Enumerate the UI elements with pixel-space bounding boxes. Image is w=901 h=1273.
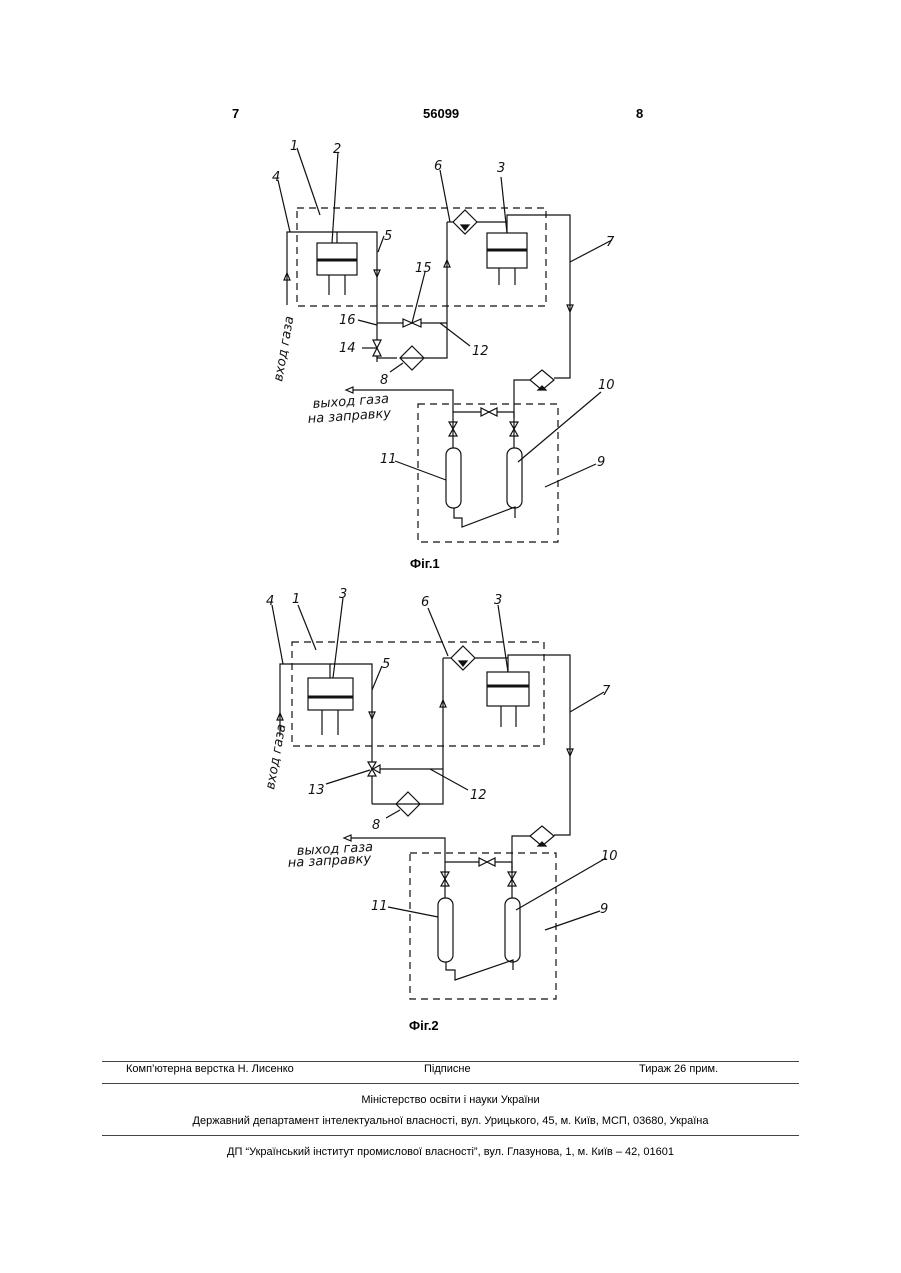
- fig1-label-2: 2: [333, 142, 341, 157]
- storage-cylinder-10: [507, 448, 522, 508]
- fig1-label-15: 15: [415, 261, 432, 276]
- fig1-label-14: 14: [339, 341, 356, 356]
- figure-1-diagram: [278, 148, 612, 542]
- fig1-label-9: 9: [597, 455, 605, 470]
- fig2-label-4: 4: [266, 594, 274, 609]
- fig2-label-10: 10: [601, 849, 618, 864]
- fig2-label-7: 7: [602, 684, 611, 699]
- fig1-label-7: 7: [606, 235, 615, 250]
- footer-department: Державний департамент інтелектуальної вл…: [102, 1115, 799, 1127]
- fig1-label-8: 8: [380, 373, 388, 388]
- storage-block-9-outline: [418, 404, 558, 542]
- fig1-label-5: 5: [384, 229, 392, 244]
- footer-ministry: Міністерство освіти і науки України: [102, 1094, 799, 1106]
- fig2-label-9: 9: [600, 902, 608, 917]
- cylinder-3a: [308, 678, 353, 710]
- fig1-label-10: 10: [598, 378, 615, 393]
- fig2-label-11: 11: [371, 899, 388, 914]
- figure-1-caption: Фіг.1: [410, 556, 440, 571]
- figure-2-caption: Фіг.2: [409, 1018, 439, 1033]
- fig1-label-11: 11: [380, 452, 397, 467]
- storage-cylinder-10: [505, 898, 520, 962]
- cylinder-3b: [487, 672, 529, 706]
- footer-rule-top: [102, 1061, 799, 1062]
- storage-block-9-outline: [410, 853, 556, 999]
- fig2-label-3b: 3: [494, 593, 502, 608]
- fig2-gas-outlet-line2: на заправку: [287, 852, 371, 871]
- fig2-label-12: 12: [470, 788, 487, 803]
- fig1-label-16: 16: [339, 313, 356, 328]
- fig1-label-3: 3: [497, 161, 505, 176]
- fig2-label-8: 8: [372, 818, 380, 833]
- footer-rule-bottom: [102, 1135, 799, 1136]
- fig2-label-5: 5: [382, 657, 390, 672]
- fig1-label-4: 4: [272, 170, 280, 185]
- fig2-label-6: 6: [421, 595, 429, 610]
- fig2-gas-inlet-label: вход газа: [263, 723, 289, 791]
- fig2-label-13: 13: [308, 783, 325, 798]
- fig1-gas-inlet-label: вход газа: [271, 315, 297, 383]
- storage-cylinder-11: [446, 448, 461, 508]
- fig2-label-3a: 3: [339, 587, 347, 602]
- footer-layout-credit: Комп’ютерна верстка Н. Лисенко: [126, 1063, 294, 1075]
- fig1-label-6: 6: [434, 159, 442, 174]
- figure-2-diagram: [272, 598, 606, 999]
- fig2-label-1: 1: [292, 592, 300, 607]
- footer-print-run: Тираж 26 прим.: [639, 1063, 718, 1075]
- footer-signed: Підписне: [424, 1063, 471, 1075]
- footer-rule-middle: [102, 1083, 799, 1084]
- fig1-label-1: 1: [290, 139, 298, 154]
- fig1-label-12: 12: [472, 344, 489, 359]
- storage-cylinder-11: [438, 898, 453, 962]
- compressor-block-1-outline: [297, 208, 546, 306]
- footer-institute: ДП “Український інститут промислової вла…: [102, 1146, 799, 1158]
